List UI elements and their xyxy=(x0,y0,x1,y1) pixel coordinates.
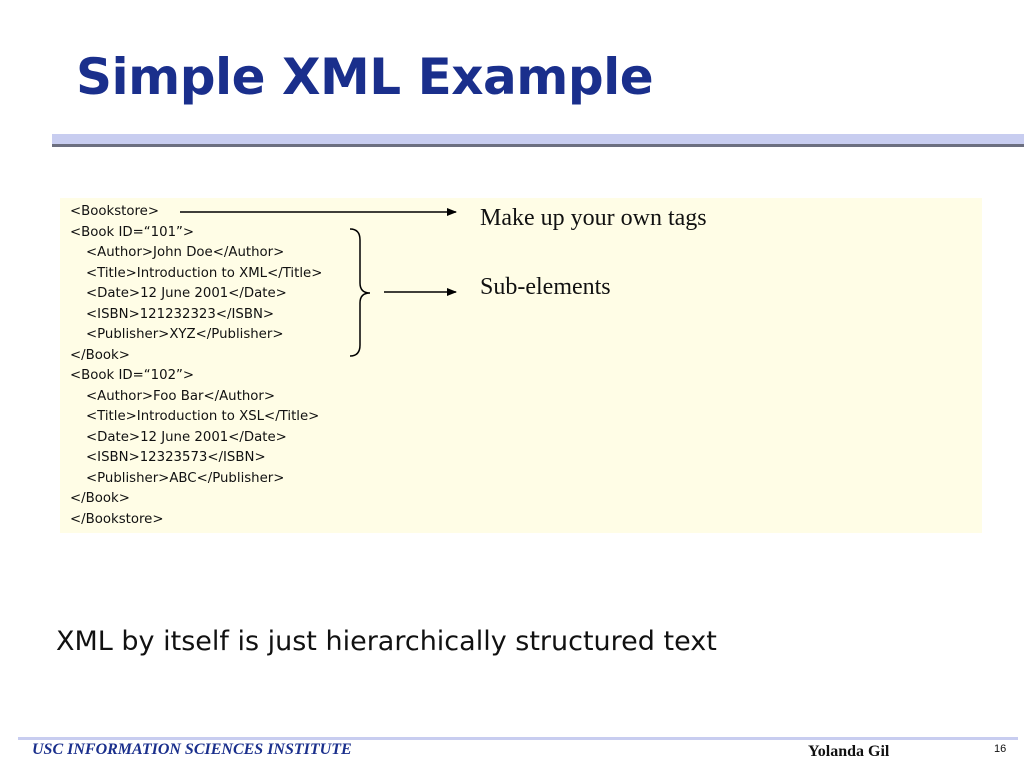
code-line: <Publisher>XYZ</Publisher> xyxy=(86,327,284,342)
code-line: </Bookstore> xyxy=(70,511,164,527)
page-number: 16 xyxy=(994,743,1007,755)
code-line: <Book ID=“101”> xyxy=(70,224,195,240)
code-line: <ISBN>12323573</ISBN> xyxy=(86,450,266,465)
code-line: <Book ID=“102”> xyxy=(70,368,195,383)
footer-institute: USC INFORMATION SCIENCES INSTITUTE xyxy=(32,741,352,758)
code-line: <Title>Introduction to XSL</Title> xyxy=(86,409,320,424)
code-line: <Author>Foo Bar</Author> xyxy=(86,388,275,404)
code-line: <Bookstore> xyxy=(70,204,160,219)
code-line: <ISBN>121232323</ISBN> xyxy=(86,306,275,322)
slide-title: Simple XML Example xyxy=(76,48,654,106)
annotation-sub-elements: Sub-elements xyxy=(480,274,611,300)
code-line: <Publisher>ABC</Publisher> xyxy=(86,470,285,486)
code-line: <Title>Introduction to XML</Title> xyxy=(86,265,323,281)
annotation-tags: Make up your own tags xyxy=(480,205,707,231)
xml-code-listing: <Bookstore> <Book ID=“101”> <Author>John… xyxy=(70,202,322,530)
code-line: </Book> xyxy=(70,491,130,506)
code-line: <Date>12 June 2001</Date> xyxy=(86,286,287,301)
title-rule-shadow xyxy=(52,144,1024,147)
code-line: <Date>12 June 2001</Date> xyxy=(86,429,287,445)
code-line: </Book> xyxy=(70,347,130,363)
code-line: <Author>John Doe</Author> xyxy=(86,245,285,260)
slide-caption: XML by itself is just hierarchically str… xyxy=(56,626,717,657)
footer-rule xyxy=(18,737,1018,740)
footer-author: Yolanda Gil xyxy=(808,743,890,760)
code-panel xyxy=(60,198,982,533)
title-rule xyxy=(52,134,1024,144)
